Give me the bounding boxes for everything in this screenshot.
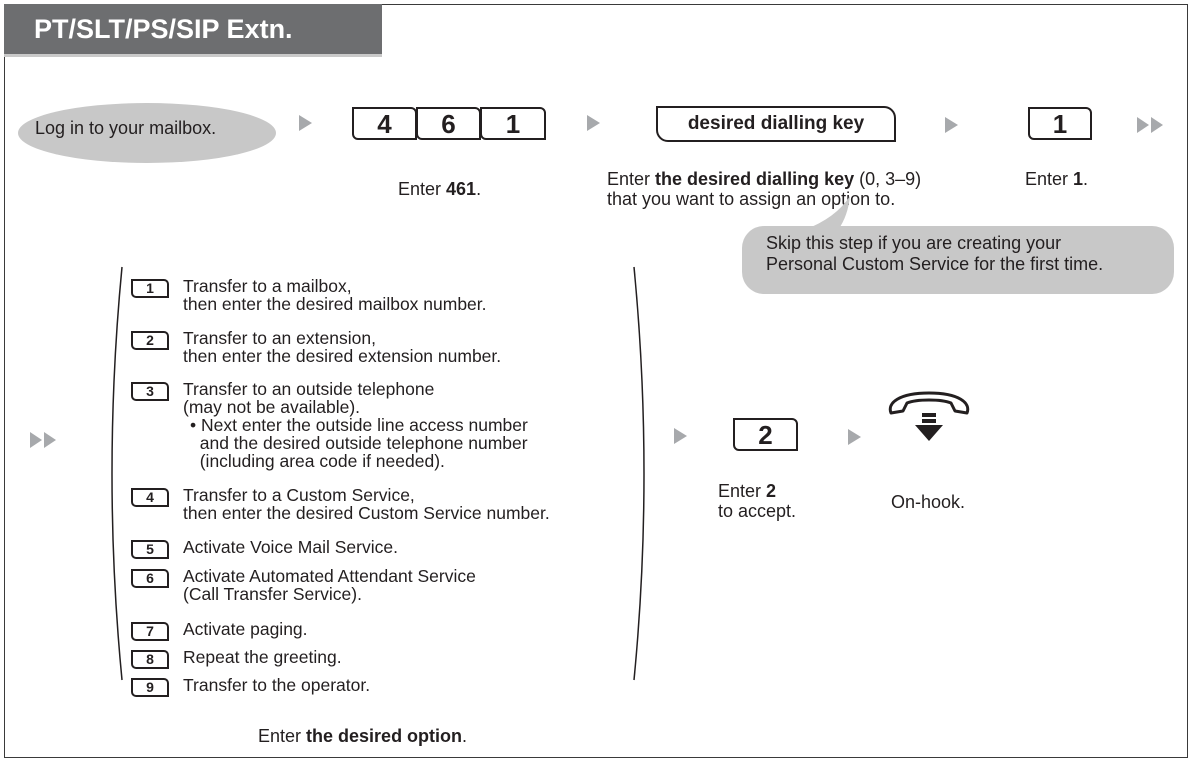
arrow-icon bbox=[587, 115, 600, 131]
arrow-icon bbox=[945, 117, 958, 133]
login-step-bubble bbox=[18, 103, 276, 163]
key-1-confirm: 1 bbox=[1028, 107, 1092, 140]
options-right-bracket bbox=[633, 266, 645, 681]
option-text-8: Repeat the greeting. bbox=[183, 647, 342, 667]
step7-caption: On-hook. bbox=[891, 492, 966, 512]
option-text-1: Transfer to a mailbox,then enter the des… bbox=[183, 276, 487, 314]
option-key-9: 9 bbox=[131, 678, 169, 697]
option-key-2: 2 bbox=[131, 331, 169, 350]
option-key-8: 8 bbox=[131, 650, 169, 669]
options-left-bracket bbox=[111, 266, 123, 681]
option-text-7: Activate paging. bbox=[183, 619, 308, 639]
option-text-6: Activate Automated Attendant Service(Cal… bbox=[183, 566, 476, 604]
page-title: PT/SLT/PS/SIP Extn. bbox=[4, 4, 382, 57]
arrow-icon bbox=[299, 115, 312, 131]
option-text-4: Transfer to a Custom Service,then enter … bbox=[183, 485, 550, 523]
step4-caption: Enter 1. bbox=[1025, 169, 1089, 189]
step6-caption: Enter 2 to accept. bbox=[718, 481, 797, 521]
option-key-3: 3 bbox=[131, 382, 169, 401]
option-text-2: Transfer to an extension,then enter the … bbox=[183, 328, 502, 366]
option-text-5: Activate Voice Mail Service. bbox=[183, 537, 398, 557]
options-caption: Enter the desired option. bbox=[258, 726, 468, 746]
key-4: 4 bbox=[352, 107, 417, 140]
option-key-5: 5 bbox=[131, 540, 169, 559]
step2-caption: Enter 461. bbox=[398, 179, 482, 199]
option-key-6: 6 bbox=[131, 569, 169, 588]
skip-note-callout: Skip this step if you are creating your … bbox=[742, 226, 1174, 294]
desired-dialling-key: desired dialling key bbox=[656, 106, 896, 142]
on-hook-handset-icon bbox=[888, 391, 970, 441]
key-1: 1 bbox=[480, 107, 546, 140]
step3-caption: Enter the desired dialling key (0, 3–9) … bbox=[607, 169, 922, 209]
callout-pointer bbox=[804, 196, 850, 230]
key-2-accept: 2 bbox=[733, 418, 798, 451]
login-step-text: Log in to your mailbox. bbox=[35, 118, 217, 138]
arrow-icon bbox=[848, 429, 861, 445]
option-text-3: Transfer to an outside telephone(may not… bbox=[183, 379, 528, 471]
option-key-1: 1 bbox=[131, 279, 169, 298]
diagram-frame bbox=[4, 4, 1188, 758]
option-key-7: 7 bbox=[131, 622, 169, 641]
option-text-9: Transfer to the operator. bbox=[183, 675, 371, 695]
arrow-icon bbox=[674, 428, 687, 444]
double-arrow-icon bbox=[30, 432, 60, 448]
option-key-4: 4 bbox=[131, 488, 169, 507]
double-arrow-icon bbox=[1137, 117, 1167, 133]
key-6: 6 bbox=[416, 107, 481, 140]
